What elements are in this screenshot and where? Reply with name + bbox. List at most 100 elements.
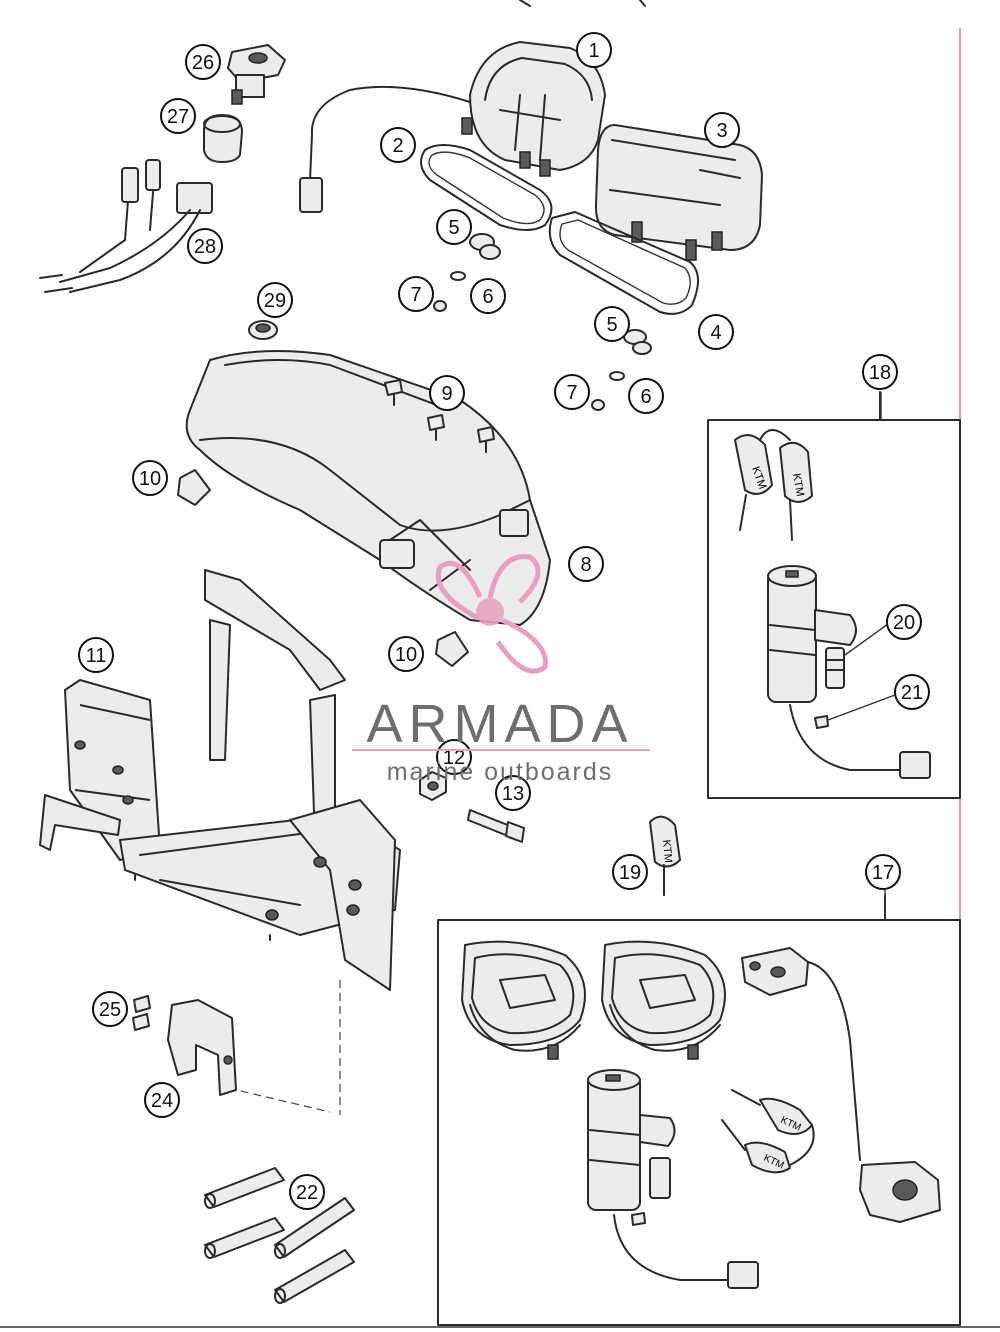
callout-18: 18	[862, 354, 898, 390]
callout-6: 6	[470, 278, 506, 314]
part-screws-25	[132, 995, 151, 1031]
callout-number: 7	[410, 284, 421, 306]
part-power-socket	[227, 44, 286, 105]
callout-number: 13	[502, 783, 524, 805]
part-grommet-upper	[469, 233, 501, 260]
part-speedometer	[299, 41, 606, 213]
callout-number: 7	[566, 382, 577, 404]
callout-12: 12	[436, 739, 472, 775]
part-grommet-29	[248, 320, 278, 340]
callout-number: 20	[893, 612, 915, 634]
callout-7: 7	[554, 374, 590, 410]
part-washer-nut-lower	[591, 371, 625, 411]
callout-5: 5	[436, 209, 472, 245]
callout-20: 20	[886, 604, 922, 640]
callout-28: 28	[187, 228, 223, 264]
callout-number: 2	[392, 135, 403, 157]
key-brand-label: KTM	[660, 839, 674, 863]
watermark-armada: ARMADA marine outboards	[352, 554, 650, 786]
callout-number: 18	[869, 362, 891, 384]
watermark-brand: ARMADA	[366, 694, 633, 754]
part-clip-right	[435, 631, 469, 667]
part-washer-nut-upper	[433, 271, 466, 312]
part-socket-cap	[203, 114, 243, 163]
callout-8: 8	[568, 546, 604, 582]
callout-13: 13	[495, 775, 531, 811]
callout-22: 22	[289, 1174, 325, 1210]
callout-6: 6	[628, 378, 664, 414]
part-nut-12	[419, 771, 447, 801]
part-headlight-frame	[39, 569, 401, 991]
part-grommet-lower	[623, 329, 652, 355]
callout-5: 5	[594, 306, 630, 342]
callout-leaders	[827, 392, 896, 920]
part-tank-cap-lock-right	[601, 940, 726, 1060]
callout-number: 3	[716, 120, 727, 142]
callout-7: 7	[398, 276, 434, 312]
part-bolt-13	[467, 809, 525, 843]
part-fairing	[185, 350, 551, 626]
callout-24: 24	[144, 1082, 180, 1118]
callout-number: 10	[395, 644, 417, 666]
callout-4: 4	[698, 314, 734, 350]
callout-3: 3	[704, 112, 740, 148]
part-bracket-24	[167, 999, 237, 1096]
callout-number: 26	[192, 52, 214, 74]
callout-number: 28	[194, 236, 216, 258]
part-tubes-22	[204, 1167, 355, 1304]
part-gasket-rectangular	[548, 211, 699, 315]
part-instrument-display	[594, 124, 763, 261]
callout-2: 2	[380, 127, 416, 163]
callout-26: 26	[185, 44, 221, 80]
part-keys-pair-17: KTM KTM	[721, 1089, 815, 1174]
top-edge-mark	[519, 0, 646, 7]
part-wiring-relay	[39, 159, 213, 293]
callout-number: 10	[139, 468, 161, 490]
callout-number: 22	[296, 1182, 318, 1204]
callout-number: 27	[167, 106, 189, 128]
callout-1: 1	[576, 32, 612, 68]
callout-27: 27	[160, 98, 196, 134]
callout-21: 21	[894, 674, 930, 710]
part-steering-lock-cylinder	[587, 1069, 759, 1289]
callout-number: 6	[482, 286, 493, 308]
callout-29: 29	[257, 282, 293, 318]
part-key-19: KTM	[649, 815, 681, 896]
callout-number: 24	[151, 1090, 173, 1112]
callout-number: 12	[443, 747, 465, 769]
part-clip-left	[177, 469, 211, 506]
key-brand-label: KTM	[790, 472, 806, 497]
callout-number: 17	[872, 862, 894, 884]
callout-11: 11	[78, 637, 114, 673]
callout-9: 9	[429, 375, 465, 411]
part-ignition-lock-cylinder	[767, 565, 931, 779]
callout-19: 19	[612, 854, 648, 890]
callout-markers: 1234556677891010111213171819202122242526…	[78, 32, 930, 1210]
callout-number: 6	[640, 386, 651, 408]
callout-number: 19	[619, 862, 641, 884]
assembly-leader-dashed	[227, 980, 341, 1115]
kit-box-18	[707, 391, 961, 799]
callout-number: 5	[606, 314, 617, 336]
watermark-tagline: marine outboards	[387, 758, 614, 786]
callout-number: 25	[99, 999, 121, 1021]
propeller-logo-icon	[435, 554, 548, 674]
callout-10: 10	[132, 460, 168, 496]
callout-number: 21	[901, 682, 923, 704]
callout-number: 4	[710, 322, 721, 344]
callout-10: 10	[388, 636, 424, 672]
part-tank-cap-lock-left	[461, 940, 586, 1060]
part-seat-lock-bracket	[741, 947, 941, 1223]
callout-number: 5	[448, 217, 459, 239]
part-keys-pair: KTM KTM	[734, 429, 813, 541]
callout-number: 8	[580, 554, 591, 576]
callout-number: 11	[86, 645, 107, 667]
part-screw-21	[814, 715, 829, 729]
callout-number: 29	[264, 290, 286, 312]
callout-number: 1	[588, 40, 599, 62]
part-screws-9	[384, 379, 495, 453]
part-gasket-round	[420, 144, 553, 231]
callout-17: 17	[865, 854, 901, 890]
callout-number: 9	[441, 383, 452, 405]
